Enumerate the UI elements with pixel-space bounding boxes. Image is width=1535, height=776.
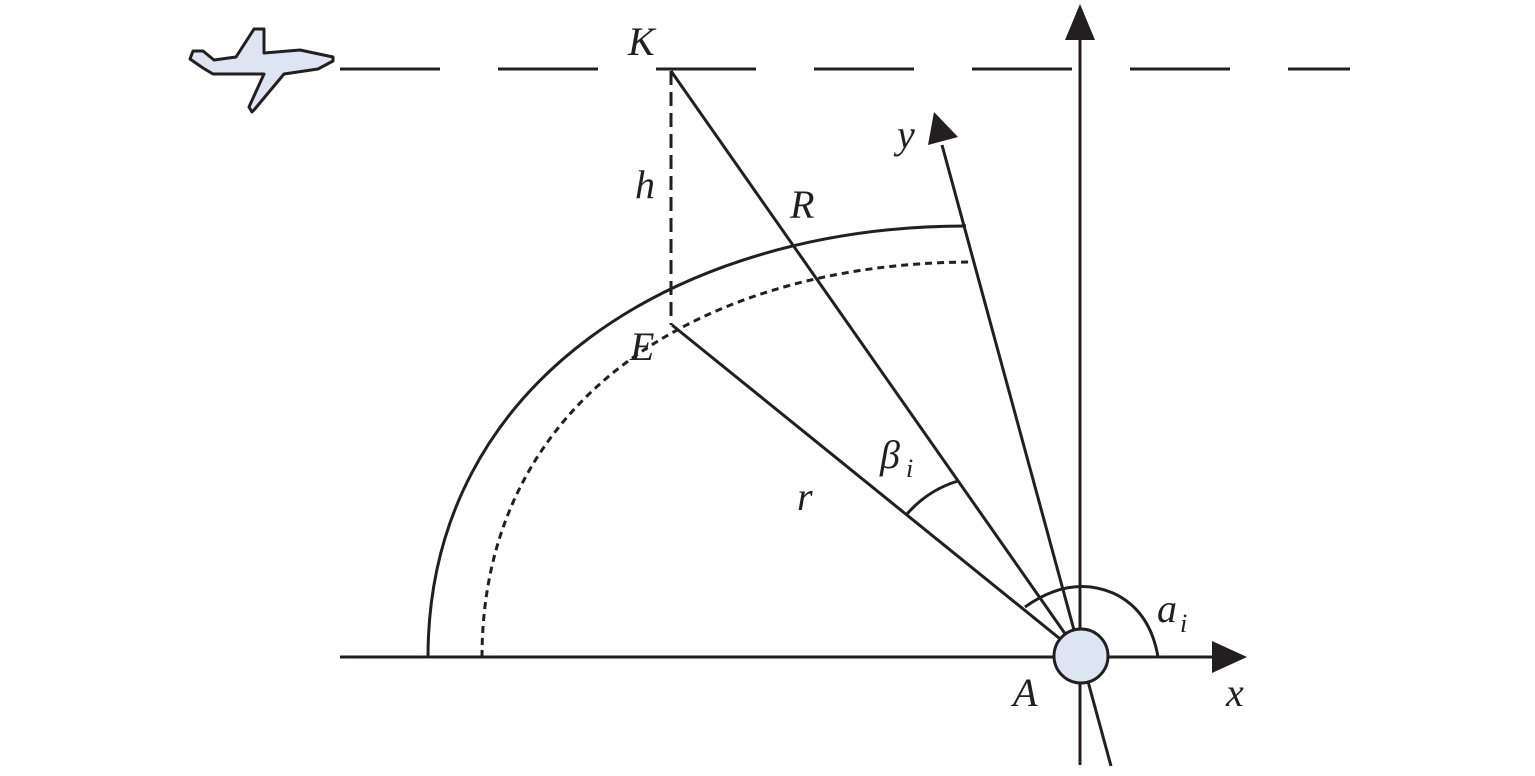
label-alpha: a	[1157, 586, 1177, 631]
airplane-icon	[188, 27, 335, 114]
y-axis-arrowhead	[928, 112, 958, 145]
inner-coverage-arc	[480, 260, 972, 658]
label-E: E	[629, 324, 654, 369]
label-A: A	[1010, 670, 1038, 715]
label-r: r	[797, 474, 813, 519]
x-axis-arrowhead	[1212, 641, 1247, 673]
label-K: K	[627, 19, 657, 64]
label-beta-subscript: i	[906, 454, 913, 483]
alpha-angle-arc	[1024, 585, 1160, 658]
label-h: h	[635, 162, 655, 207]
slant-range-line-R	[669, 70, 1082, 656]
label-y: y	[893, 112, 915, 157]
ground-range-line-r	[671, 323, 1081, 657]
label-alpha-subscript: i	[1180, 609, 1187, 638]
label-x: x	[1225, 670, 1244, 715]
radar-station-marker	[1052, 627, 1110, 685]
vertical-axis-arrowhead	[1065, 4, 1095, 40]
label-R: R	[789, 182, 814, 227]
label-beta: β	[879, 432, 900, 477]
beta-angle-arc	[905, 479, 959, 515]
outer-coverage-arc	[426, 224, 967, 658]
